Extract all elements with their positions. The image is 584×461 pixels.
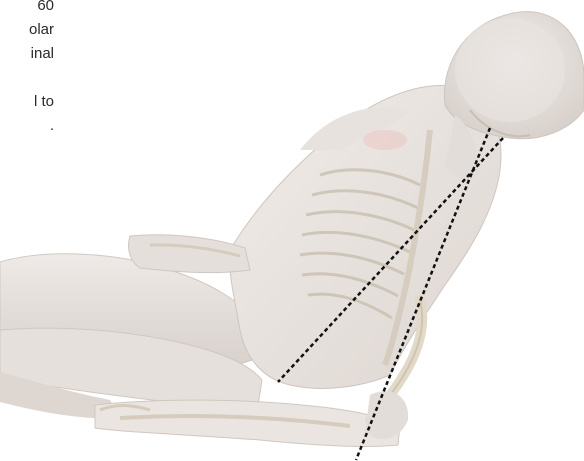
head — [444, 12, 584, 139]
elbow — [365, 391, 408, 439]
legs — [0, 254, 262, 418]
forearm — [95, 400, 400, 446]
raised-arm — [128, 235, 250, 273]
